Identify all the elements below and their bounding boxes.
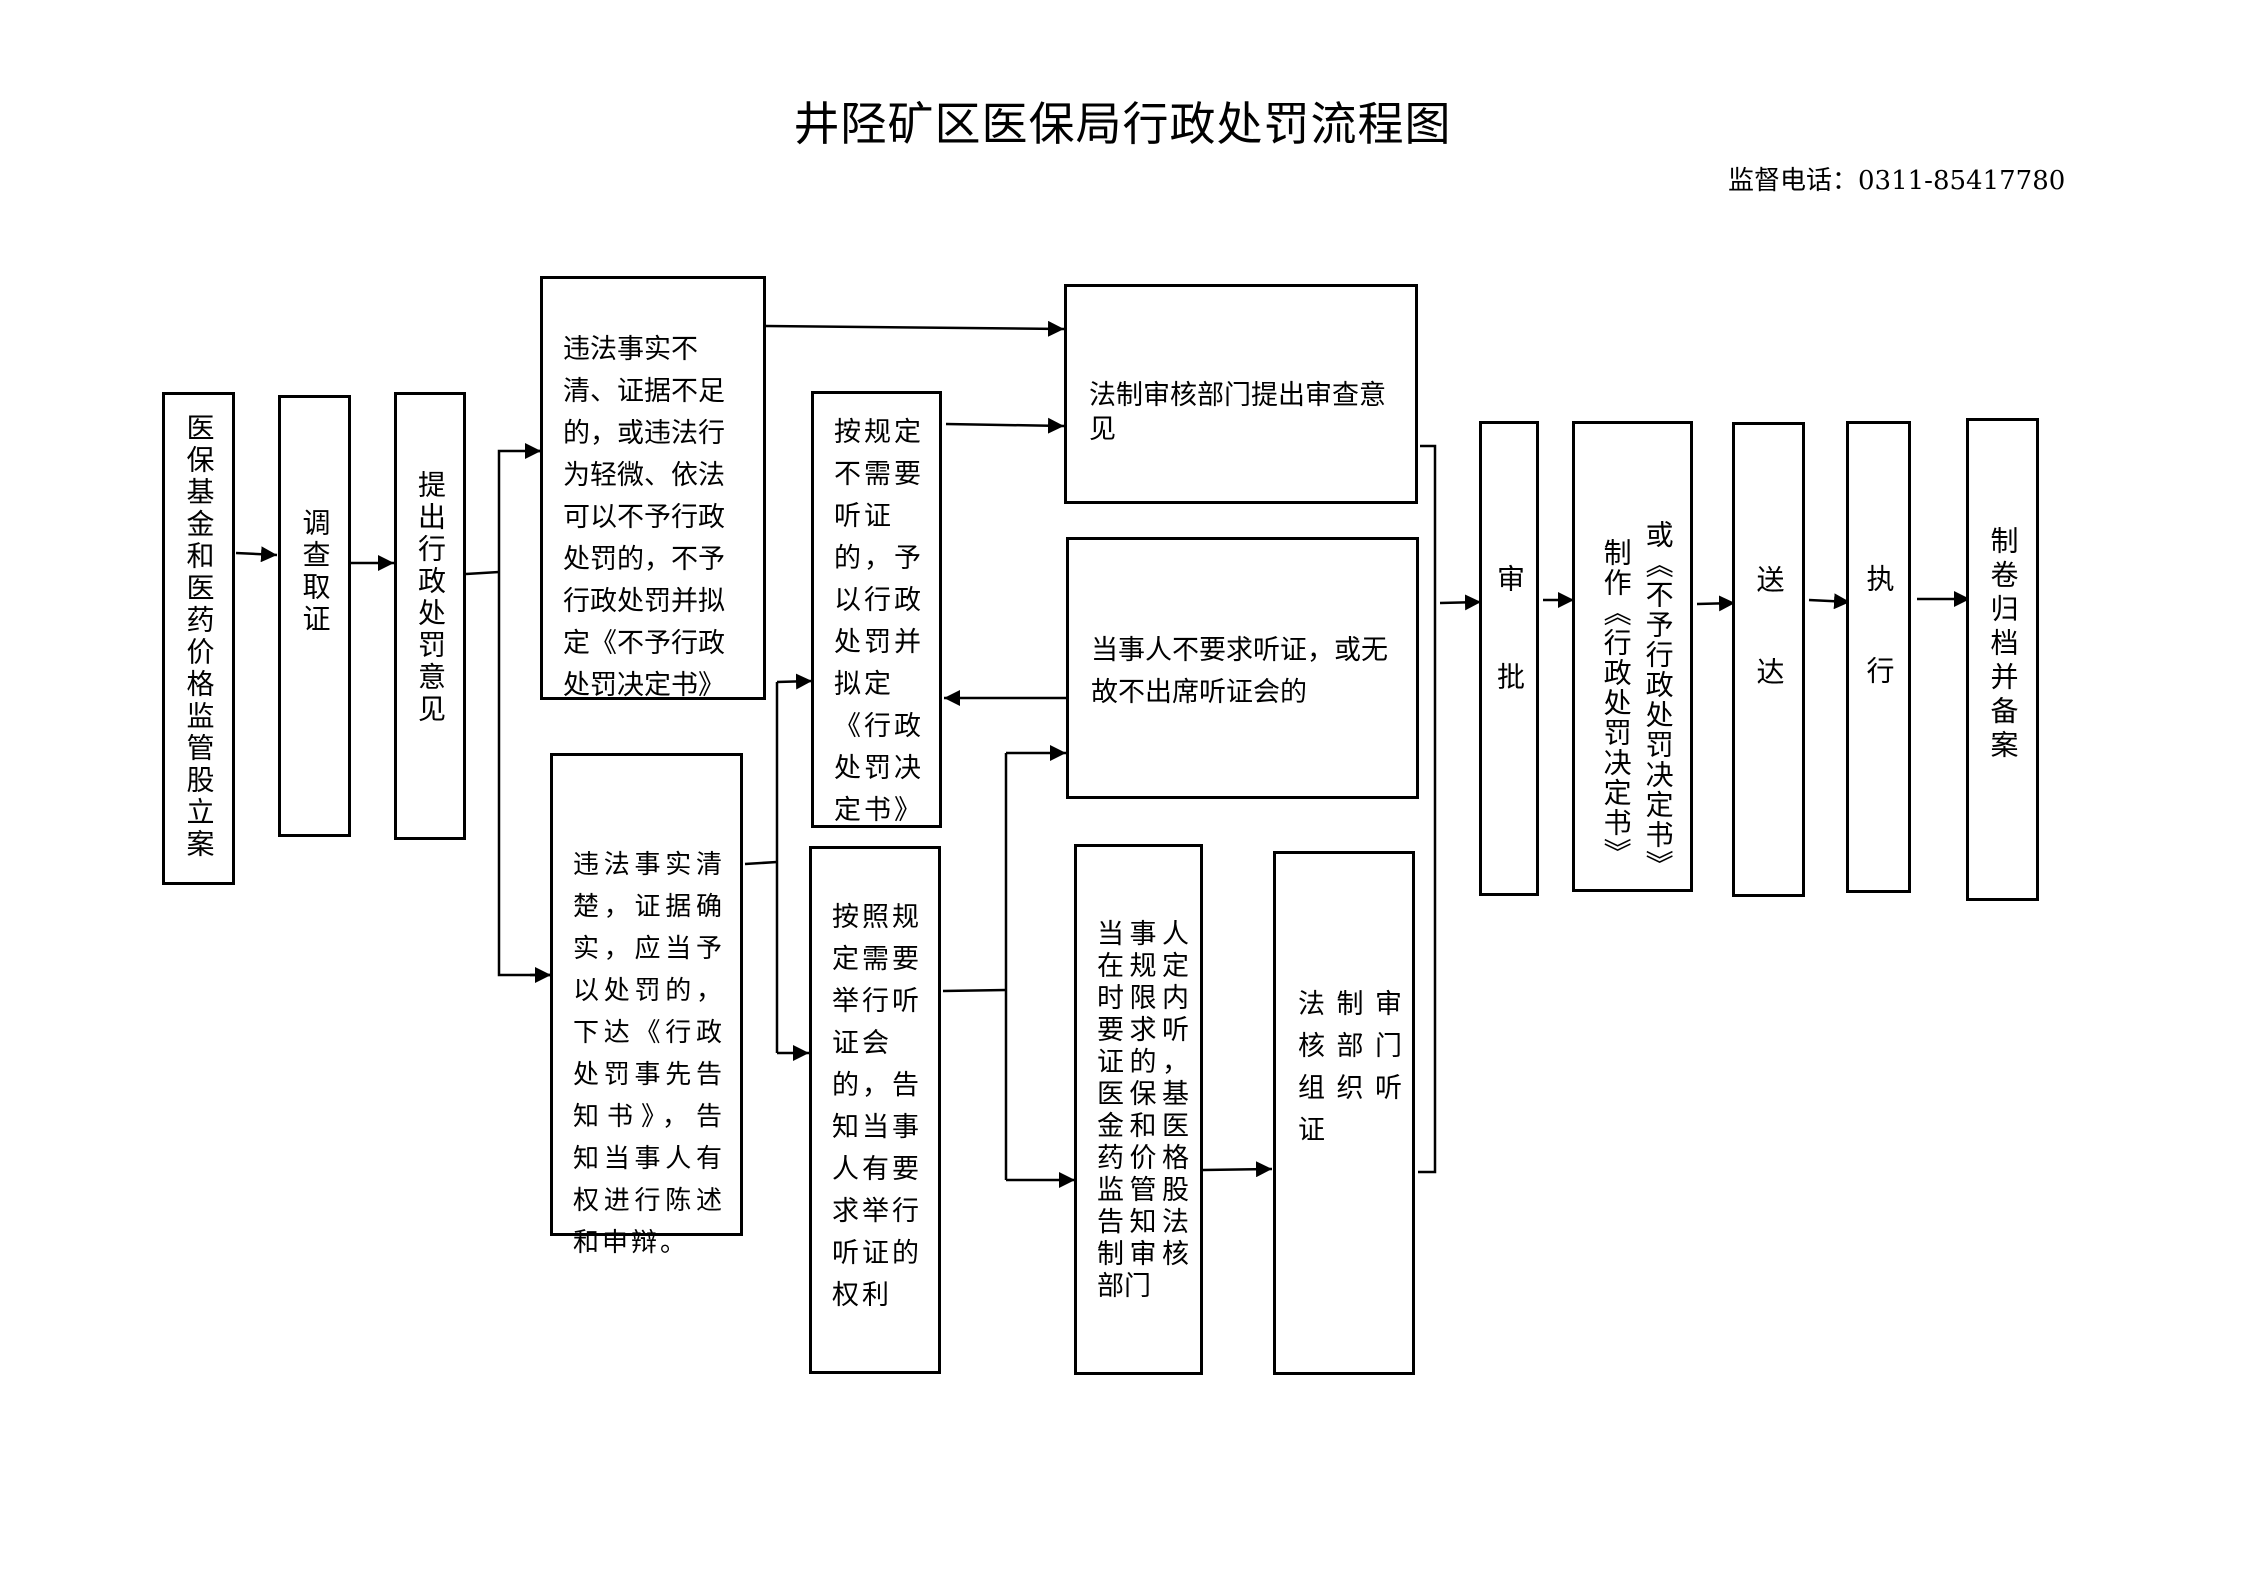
arrow-to-approval <box>1439 594 1482 611</box>
step-organize-hearing-label: 法制审核部门组织听证 <box>1298 989 1402 1146</box>
step-investigation: 调查取证 <box>278 395 351 837</box>
step-no-penalty: 违法事实不清、证据不足的，或违法行为轻微、依法可以不予行政处罚的，不予行政处罚并… <box>540 276 766 701</box>
line-hearing-to-right <box>942 988 1007 993</box>
arrow-filing-to-investigation <box>235 546 278 563</box>
arrow-nopenalty-to-review <box>765 320 1065 337</box>
step-delivery: 送达 <box>1732 422 1805 897</box>
step-approval: 审批 <box>1479 421 1539 896</box>
step-hearing-request: 当事人在规定时限内要求听证的，医保基金和医药价格监管股告知法制审核部门 <box>1074 844 1203 1375</box>
step-make-decision: 或《不予行政处罚决定书》 制作《行政处罚决定书》 <box>1572 421 1693 892</box>
step-no-hearing-request: 当事人不要求听证，或无故不出席听证会的 <box>1066 537 1419 799</box>
step-hearing-needed-label: 按照规定需要举行听证会的，告知当事人有要求举行听证的权利 <box>832 902 922 1311</box>
step-hearing-needed: 按照规定需要举行听证会的，告知当事人有要求举行听证的权利 <box>809 846 941 1374</box>
step-archive-label: 制卷归档并备案 <box>1986 526 2020 764</box>
line-notice-to-mid <box>744 860 778 866</box>
step-filing-label: 医保基金和医药价格监管股立案 <box>182 413 216 861</box>
step-approval-label: 审批 <box>1493 564 1526 760</box>
step-make-decision-b-label: 或《不予行政处罚决定书》 <box>1641 520 1675 880</box>
step-investigation-label: 调查取证 <box>298 508 332 636</box>
arrow-nohearing-to-review <box>945 417 1065 434</box>
step-legal-review: 法制审核部门提出审查意见 <box>1064 284 1418 504</box>
step-organize-hearing: 法制审核部门组织听证 <box>1273 851 1415 1375</box>
step-no-hearing-request-label: 当事人不要求听证，或无故不出席听证会的 <box>1091 635 1388 708</box>
supervision-phone: 监督电话：0311-85417780 <box>1728 166 2066 196</box>
bracket-right <box>1418 444 1437 1174</box>
step-execution: 执行 <box>1846 421 1911 893</box>
step-penalty-notice-label: 违法事实清楚，证据确实，应当予以处罚的，下达《行政处罚事先告知书》，告知当事人有… <box>573 850 725 1258</box>
step-legal-review-label: 法制审核部门提出审查意见 <box>1089 380 1386 445</box>
step-hearing-request-label: 当事人在规定时限内要求听证的，医保基金和医药价格监管股告知法制审核部门 <box>1097 919 1189 1302</box>
arrow-request-to-organize <box>1202 1161 1273 1178</box>
line-proposal-to-branch <box>465 570 500 576</box>
step-archive: 制卷归档并备案 <box>1966 418 2039 901</box>
page-title: 井陉矿区医保局行政处罚流程图 <box>793 97 1452 151</box>
step-delivery-label: 送达 <box>1752 565 1786 749</box>
step-execution-label: 执行 <box>1862 564 1896 748</box>
step-no-penalty-label: 违法事实不清、证据不足的，或违法行为轻微、依法可以不予行政处罚的，不予行政处罚并… <box>563 334 725 701</box>
step-no-hearing-needed-label: 按规定不需要听证的，予以行政处罚并拟定《行政处罚决定书》 <box>834 417 924 826</box>
step-make-decision-a-label: 制作《行政处罚决定书》 <box>1599 538 1633 868</box>
arrow-delivery-to-execution <box>1808 593 1851 610</box>
step-filing: 医保基金和医药价格监管股立案 <box>162 392 235 885</box>
branch-left <box>497 449 550 977</box>
arrow-make-to-delivery <box>1696 595 1736 612</box>
step-proposal: 提出行政处罚意见 <box>394 392 466 840</box>
step-proposal-label: 提出行政处罚意见 <box>414 470 447 726</box>
step-no-hearing-needed: 按规定不需要听证的，予以行政处罚并拟定《行政处罚决定书》 <box>811 391 942 828</box>
step-penalty-notice: 违法事实清楚，证据确实，应当予以处罚的，下达《行政处罚事先告知书》，告知当事人有… <box>550 753 743 1258</box>
